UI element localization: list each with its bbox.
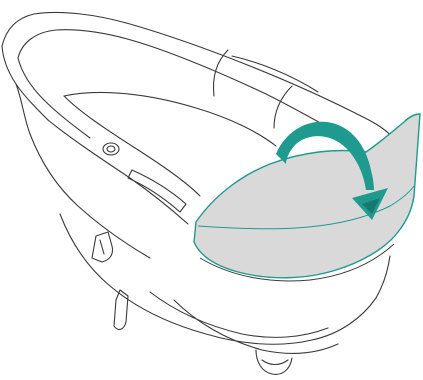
hood-panel-line-3 <box>232 56 318 92</box>
bassinet-floor <box>64 92 276 146</box>
apron-fill <box>194 114 420 278</box>
bassinet-inner-rim-side <box>18 58 90 138</box>
bassinet-inner-rim <box>18 30 350 140</box>
bassinet-base-bottom <box>174 300 338 353</box>
handle-strap <box>128 170 186 212</box>
bassinet-front-wall-edge <box>16 84 30 134</box>
handle-mount-button-inner <box>107 146 115 152</box>
side-lock-clip-detail <box>100 240 104 254</box>
bassinet-floor-front <box>64 96 200 196</box>
handle-mount-button <box>103 143 119 155</box>
bassinet-front-wall-lower <box>30 134 150 258</box>
bassinet-outer-rim-lower <box>2 46 48 120</box>
side-lock-lever <box>114 290 128 329</box>
hood-panel-line-2 <box>274 86 292 128</box>
apron-cover-icon <box>194 114 420 281</box>
bassinet-base-inner <box>150 292 328 337</box>
bassinet-front-wall <box>48 120 188 224</box>
bassinet-foot-ridge <box>262 360 288 365</box>
